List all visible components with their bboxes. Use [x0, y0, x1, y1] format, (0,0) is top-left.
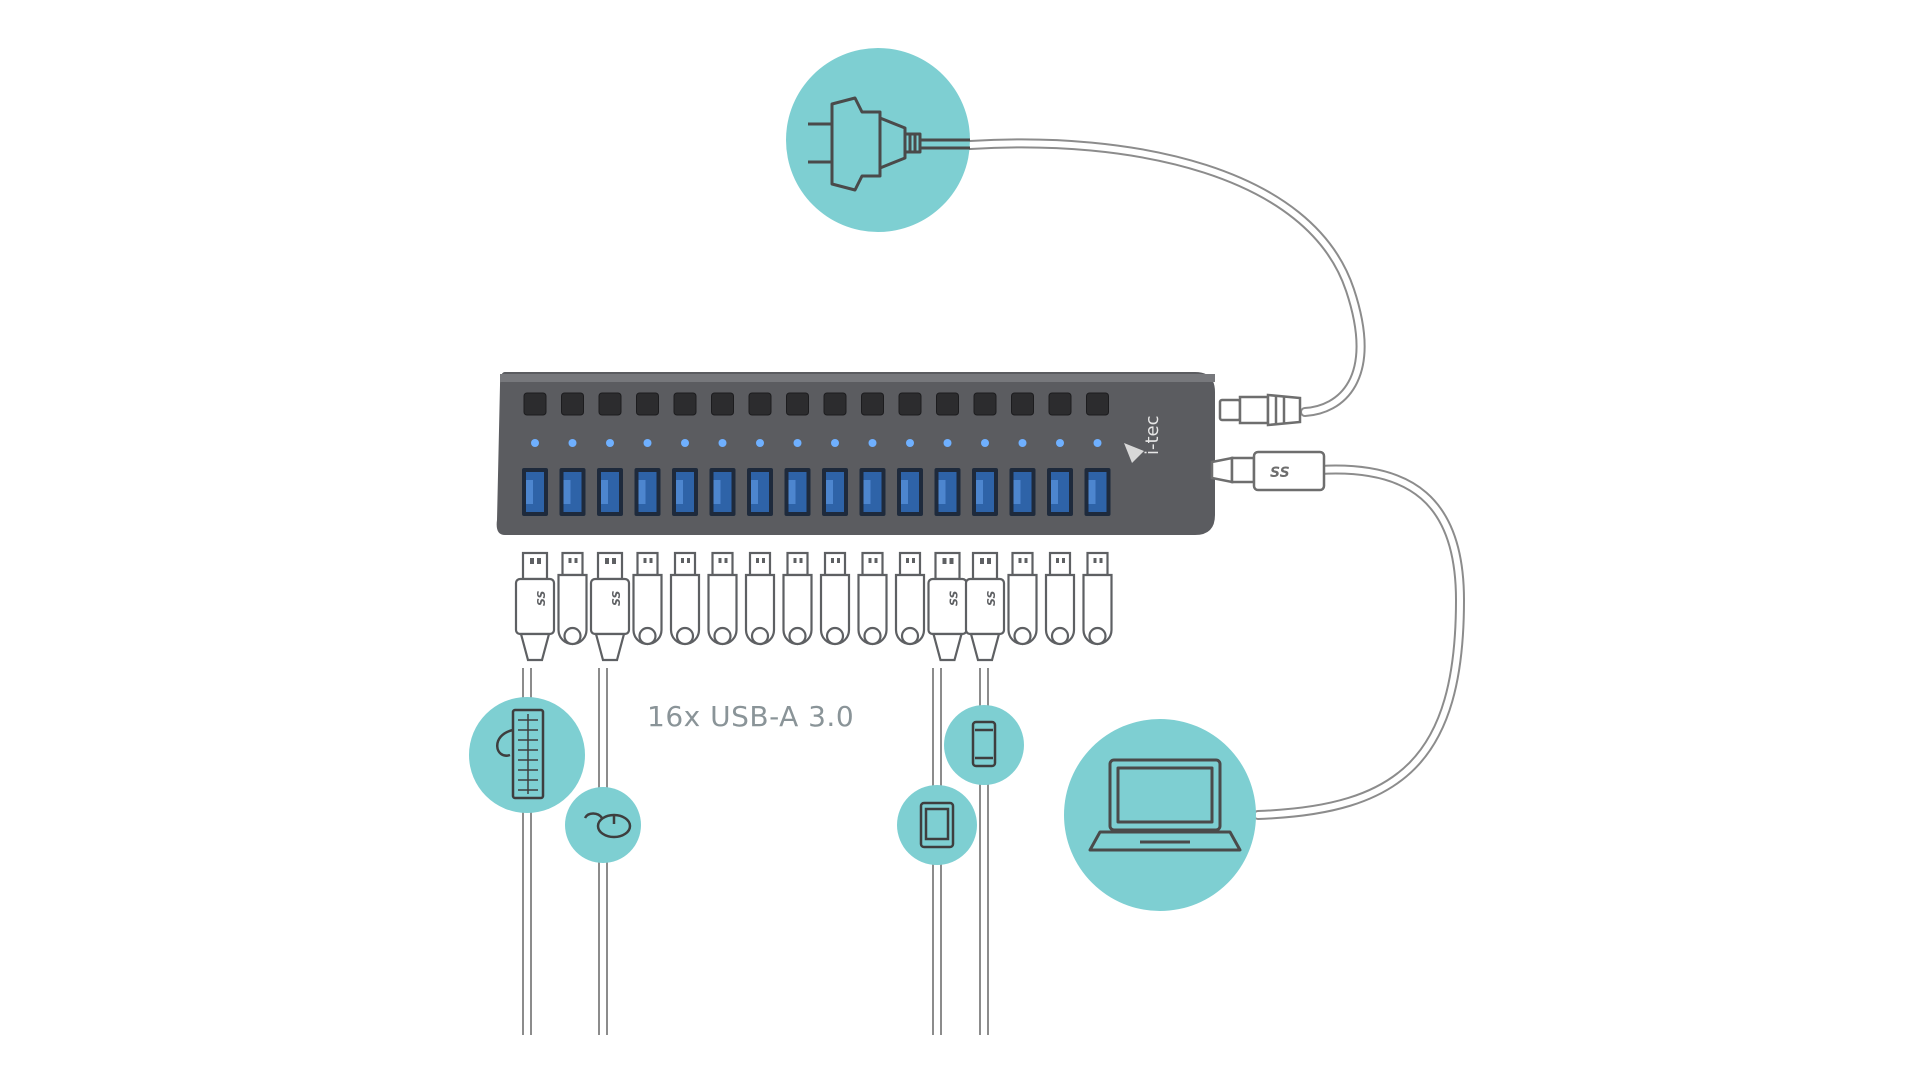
port-switch	[1048, 392, 1072, 416]
port-led	[643, 439, 652, 447]
usb-a-port	[784, 468, 811, 516]
usb-a-cable-connector: SS	[514, 551, 556, 662]
power-adapter-node	[786, 48, 970, 232]
power-plug-icon	[808, 96, 970, 192]
port-led	[531, 439, 539, 447]
port-switch	[561, 392, 584, 416]
usb-a-cable-connector: SS	[927, 551, 968, 662]
usb-a-port	[1084, 468, 1111, 516]
port-count-label: 16x USB-A 3.0	[647, 700, 855, 733]
port-leds	[531, 439, 1102, 447]
port-switch	[861, 392, 884, 416]
usb-a-cable-connector: SS	[589, 551, 631, 662]
port-switch	[786, 392, 809, 416]
usb-flash-drive	[819, 551, 851, 646]
usb-plugs-row: SS SS SS SS	[514, 551, 1113, 662]
port-switch	[823, 392, 847, 416]
usb-a-port	[1047, 468, 1073, 516]
usb-a-port	[1009, 468, 1036, 516]
usb-a-cable-connector: SS	[964, 551, 1006, 662]
port-led	[831, 439, 839, 447]
tablet-node	[897, 785, 977, 865]
keyboard-icon	[496, 708, 545, 800]
port-switch	[523, 392, 547, 416]
usb-a-port	[709, 468, 736, 516]
port-led	[943, 439, 952, 447]
tablet-icon	[919, 801, 955, 849]
mouse-node	[565, 787, 641, 863]
usb-a-port	[522, 468, 548, 516]
usb-a-port	[934, 468, 961, 516]
laptop-node	[1064, 719, 1256, 911]
port-switch	[748, 392, 772, 416]
port-led	[793, 439, 802, 447]
usb-a-port	[597, 468, 623, 516]
usb-flash-drive	[894, 551, 926, 646]
usb-a-port	[672, 468, 698, 516]
usb-flash-drive	[1044, 551, 1076, 646]
port-led	[606, 439, 614, 447]
laptop-icon	[1088, 758, 1242, 852]
keyboard-node	[469, 697, 585, 813]
brand-logo: i-tec	[1124, 415, 1163, 463]
usb-a-port	[559, 468, 586, 516]
power-cable	[965, 138, 1366, 417]
port-switch	[673, 392, 697, 416]
usb-b-upstream-connector: SS	[1210, 450, 1326, 492]
laptop-cable	[1253, 464, 1466, 820]
usb-flash-drive	[632, 551, 663, 646]
port-switch	[973, 392, 997, 416]
port-led	[981, 439, 989, 447]
usb-flash-drive	[707, 551, 738, 646]
port-led	[906, 439, 914, 447]
port-led	[568, 439, 577, 447]
usb-a-ports	[522, 468, 1111, 516]
svg-text:SS: SS	[985, 590, 998, 606]
port-led	[718, 439, 727, 447]
svg-text:i-tec: i-tec	[1142, 415, 1163, 455]
port-switch	[1011, 392, 1034, 416]
svg-text:SS: SS	[948, 590, 961, 606]
port-led	[1018, 439, 1027, 447]
smartphone-icon	[971, 720, 997, 768]
port-switch	[1086, 392, 1109, 416]
mouse-icon	[583, 812, 632, 839]
port-led	[1056, 439, 1064, 447]
usb-a-port	[859, 468, 886, 516]
port-switch	[711, 392, 734, 416]
usb-flash-drive	[857, 551, 888, 646]
port-led	[868, 439, 877, 447]
usb-flash-drive	[1082, 551, 1113, 646]
svg-text:SS: SS	[535, 590, 548, 606]
smartphone-node	[944, 705, 1024, 785]
usb-a-port	[822, 468, 848, 516]
usb-flash-drive	[1007, 551, 1038, 646]
usb-a-port	[747, 468, 773, 516]
port-switches	[523, 392, 1109, 416]
usb-a-port	[634, 468, 661, 516]
port-led	[1093, 439, 1102, 447]
usb-hub: i-tec	[496, 372, 1216, 535]
usb-a-port	[897, 468, 923, 516]
port-led	[756, 439, 764, 447]
port-switch	[636, 392, 659, 416]
usb-a-port	[972, 468, 998, 516]
port-switch	[936, 392, 959, 416]
usb-flash-drive	[669, 551, 701, 646]
dc-power-connector	[1218, 393, 1302, 427]
port-switch	[898, 392, 922, 416]
usb-flash-drive	[557, 551, 588, 646]
usb-flash-drive	[782, 551, 813, 646]
usb-flash-drive	[744, 551, 776, 646]
usb-ss-logo-icon: SS	[1270, 465, 1290, 481]
port-led	[681, 439, 689, 447]
port-switch	[598, 392, 622, 416]
svg-text:SS: SS	[610, 590, 623, 606]
